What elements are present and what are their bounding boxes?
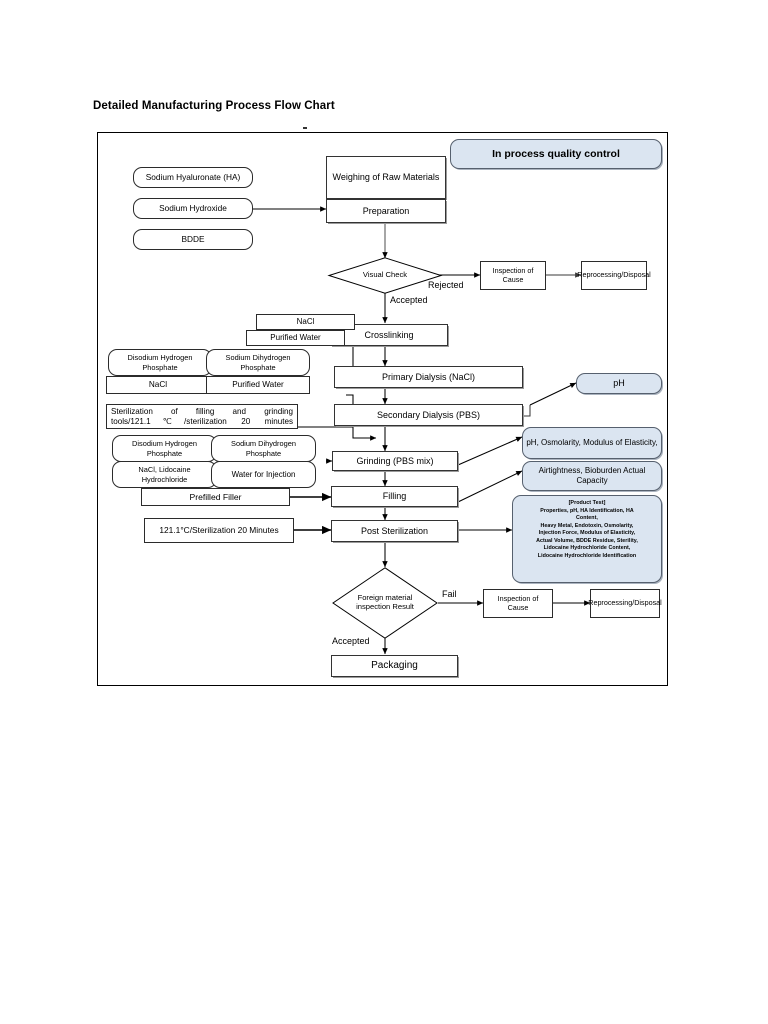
input-water-for-injection[interactable]: Water for Injection bbox=[211, 461, 316, 488]
process-weighing-label: Weighing of Raw Materials bbox=[332, 172, 440, 183]
process-secondary-dialysis[interactable]: Secondary Dialysis (PBS) bbox=[334, 404, 523, 426]
input-prefilled-filler[interactable]: Prefilled Filler bbox=[141, 488, 290, 506]
qc-product-test-line-1: Content, bbox=[576, 515, 598, 522]
input-purified-water-secondary[interactable]: Purified Water bbox=[206, 376, 310, 394]
rework-inspection-of-cause-top[interactable]: Inspection of Cause bbox=[480, 261, 546, 290]
qc-ph[interactable]: pH bbox=[576, 373, 662, 394]
process-preparation[interactable]: Preparation bbox=[326, 199, 446, 223]
input-sodium-dihydrogen-phosphate-secondary[interactable]: Sodium Dihydrogen Phosphate bbox=[206, 349, 310, 376]
process-filling[interactable]: Filling bbox=[331, 486, 458, 507]
decision-visual-check[interactable]: Visual Check bbox=[327, 257, 443, 294]
edge-label-accepted-top: Accepted bbox=[390, 295, 428, 305]
edge-label-accepted-bottom: Accepted bbox=[332, 636, 370, 646]
qc-product-test-line-3: Injection Force, Modulus of Elasticity, bbox=[538, 530, 636, 537]
input-nacl-lidocaine-hydrochloride[interactable]: NaCl, Lidocaine Hydrochloride bbox=[112, 461, 217, 488]
input-purified-water-primary[interactable]: Purified Water bbox=[246, 330, 345, 346]
input-disodium-hydrogen-phosphate-grinding[interactable]: Disodium Hydrogen Phosphate bbox=[112, 435, 217, 462]
rework-inspection-of-cause-bottom[interactable]: Inspection of Cause bbox=[483, 589, 553, 618]
qc-product-test-line-4: Actual Volume, BDDE Residue, Sterility, bbox=[536, 537, 638, 544]
input-sodium-hyaluronate[interactable]: Sodium Hyaluronate (HA) bbox=[133, 167, 253, 188]
edge-label-rejected: Rejected bbox=[428, 280, 464, 290]
rework-reprocessing-disposal-top[interactable]: Reprocessing/Disposal bbox=[577, 261, 651, 290]
rework-reprocessing-disposal-bottom[interactable]: Reprocessing/Disposal bbox=[588, 589, 662, 618]
qc-product-test-heading: [Product Test] bbox=[568, 500, 606, 506]
qc-product-test-line-2: Heavy Metal, Endotoxin, Osmolarity, bbox=[540, 522, 634, 529]
input-bdde[interactable]: BDDE bbox=[133, 229, 253, 250]
input-nacl-primary[interactable]: NaCl bbox=[256, 314, 355, 330]
qc-product-test-line-0: Properties, pH, HA Identification, HA bbox=[540, 507, 634, 514]
qc-product-test[interactable]: [Product Test] Properties, pH, HA Identi… bbox=[512, 495, 662, 583]
qc-filling-tests[interactable]: Airtightness, Bioburden Actual Capacity bbox=[522, 461, 662, 491]
input-sodium-hydroxide[interactable]: Sodium Hydroxide bbox=[133, 198, 253, 219]
process-grinding[interactable]: Grinding (PBS mix) bbox=[332, 451, 458, 471]
process-crosslinking[interactable]: Crosslinking bbox=[330, 324, 448, 346]
frame-tick-mark bbox=[303, 127, 307, 129]
input-sterilization-of-tools[interactable]: Sterilization of filling and grinding to… bbox=[106, 404, 298, 429]
in-process-quality-control-header: In process quality control bbox=[450, 139, 662, 169]
process-packaging[interactable]: Packaging bbox=[331, 655, 458, 677]
qc-product-test-line-5: Lidocaine Hydrochloride Content, bbox=[543, 545, 631, 552]
page-title: Detailed Manufacturing Process Flow Char… bbox=[93, 100, 335, 112]
process-primary-dialysis[interactable]: Primary Dialysis (NaCl) bbox=[334, 366, 523, 388]
input-nacl-secondary[interactable]: NaCl bbox=[106, 376, 210, 394]
edge-label-fail: Fail bbox=[442, 589, 457, 599]
input-disodium-hydrogen-phosphate-secondary[interactable]: Disodium Hydrogen Phosphate bbox=[108, 349, 212, 376]
qc-product-test-line-6: Lidocaine Hydrochloride Identification bbox=[537, 552, 637, 559]
decision-foreign-material-inspection[interactable]: Foreign material inspection Result bbox=[332, 567, 438, 639]
input-sodium-dihydrogen-phosphate-grinding[interactable]: Sodium Dihydrogen Phosphate bbox=[211, 435, 316, 462]
flowchart-frame: In process quality control Sodium Hyalur… bbox=[97, 132, 668, 686]
process-weighing-of-raw-materials[interactable]: Weighing of Raw Materials bbox=[326, 156, 446, 199]
qc-grinding-tests[interactable]: pH, Osmolarity, Modulus of Elasticity, bbox=[522, 427, 662, 459]
input-post-sterilization-condition[interactable]: 121.1°C/Sterilization 20 Minutes bbox=[144, 518, 294, 543]
process-post-sterilization[interactable]: Post Sterilization bbox=[331, 520, 458, 542]
